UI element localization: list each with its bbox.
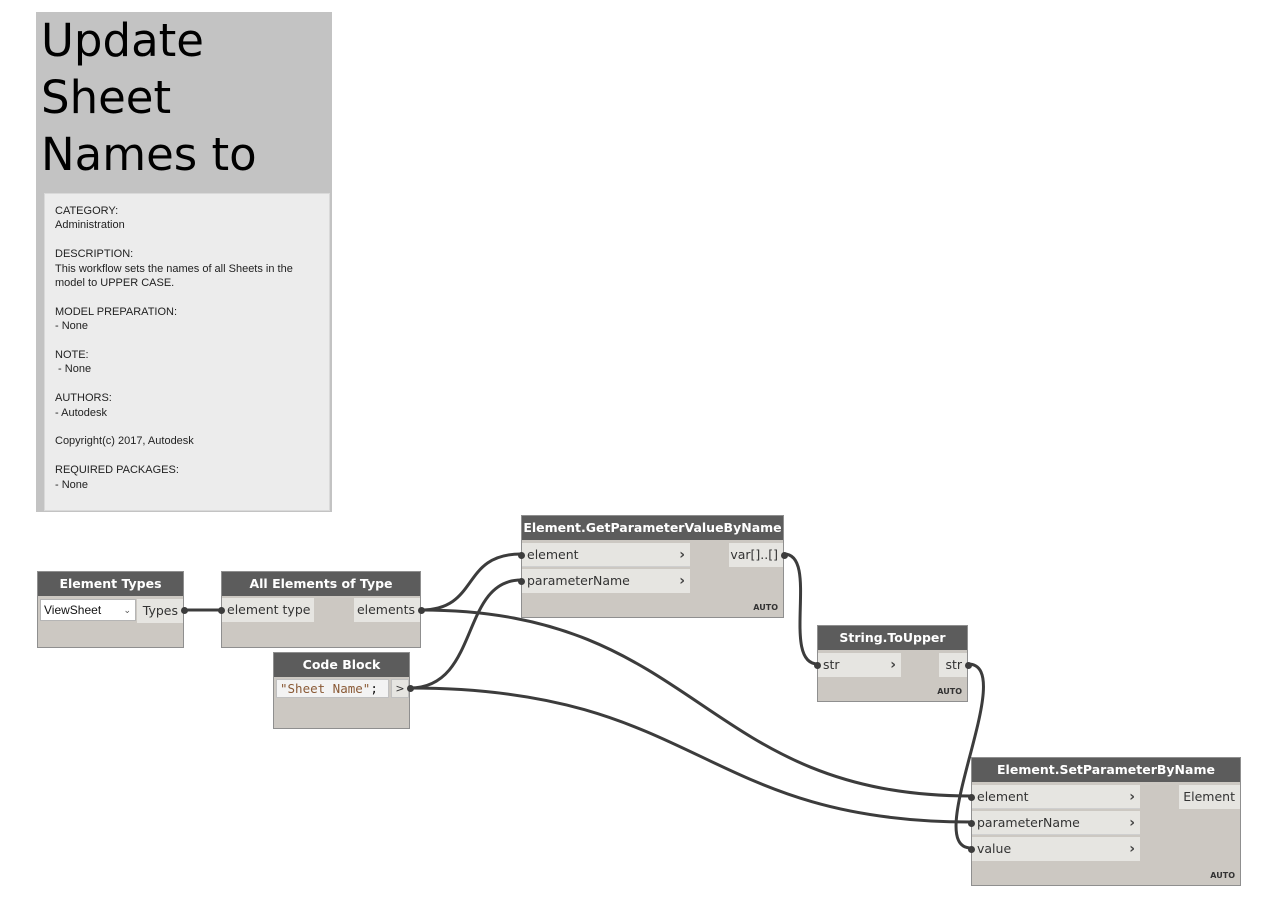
- input-port-element[interactable]: element ›: [522, 543, 690, 567]
- input-connector[interactable]: [968, 820, 975, 827]
- output-connector[interactable]: [781, 552, 788, 559]
- output-port-var[interactable]: var[]..[]: [729, 543, 783, 567]
- code-string-literal: "Sheet Name": [280, 681, 371, 696]
- chevron-right-icon: ›: [1129, 841, 1135, 857]
- lacing-label[interactable]: AUTO: [937, 687, 962, 696]
- input-port-str[interactable]: str ›: [818, 653, 901, 677]
- input-connector[interactable]: [814, 662, 821, 669]
- wire-getparam-to-toupper[interactable]: [783, 552, 819, 666]
- port-label: parameterName: [977, 815, 1080, 830]
- note-authors: AUTHORS:- Autodesk: [55, 392, 112, 419]
- port-label: >: [395, 682, 405, 695]
- node-set-parameter-by-name[interactable]: Element.SetParameterByName element › par…: [968, 757, 1241, 886]
- output-port-element[interactable]: Element: [1179, 785, 1240, 809]
- output-port-elements[interactable]: elements: [354, 598, 420, 622]
- wire-elements-to-get-element[interactable]: [420, 552, 522, 612]
- chevron-right-icon: ›: [890, 657, 896, 673]
- code-editor[interactable]: "Sheet Name";: [276, 679, 389, 698]
- note-description: DESCRIPTION:This workflow sets the names…: [55, 248, 293, 290]
- port-label: str: [823, 657, 840, 672]
- node-get-parameter-value-by-name[interactable]: Element.GetParameterValueByName element …: [518, 515, 788, 618]
- note-note: NOTE: - None: [55, 349, 92, 376]
- chevron-right-icon: ›: [679, 573, 685, 589]
- port-label: elements: [356, 602, 415, 617]
- input-port-element[interactable]: element ›: [972, 785, 1140, 809]
- port-label: element: [977, 789, 1029, 804]
- input-port-parameter-name[interactable]: parameterName ›: [972, 811, 1140, 835]
- output-connector[interactable]: [181, 607, 188, 614]
- workflow-note[interactable]: CATEGORY:Administration DESCRIPTION:This…: [44, 193, 330, 511]
- note-category: CATEGORY:Administration: [55, 205, 125, 232]
- port-label: Element: [1183, 789, 1235, 804]
- output-connector[interactable]: [965, 662, 972, 669]
- input-connector[interactable]: [968, 846, 975, 853]
- wire-code-to-get-paramname[interactable]: [409, 578, 522, 690]
- node-element-types[interactable]: Element Types ViewSheet ⌄ Types: [37, 571, 188, 648]
- lacing-label[interactable]: AUTO: [753, 603, 778, 612]
- port-label: parameterName: [527, 573, 630, 588]
- node-title[interactable]: Element Types: [38, 572, 183, 596]
- input-port-parameter-name[interactable]: parameterName ›: [522, 569, 690, 593]
- output-connector[interactable]: [418, 607, 425, 614]
- port-label: element: [527, 547, 579, 562]
- node-string-to-upper[interactable]: String.ToUpper str › str AUTO: [814, 625, 972, 702]
- node-title[interactable]: String.ToUpper: [818, 626, 967, 650]
- note-copyright: Copyright(c) 2017, Autodesk: [55, 435, 194, 448]
- note-required-packages: REQUIRED PACKAGES:- None: [55, 464, 179, 491]
- chevron-right-icon: ›: [679, 547, 685, 563]
- lacing-label[interactable]: AUTO: [1210, 871, 1235, 880]
- note-model-preparation: MODEL PREPARATION:- None: [55, 305, 178, 333]
- input-port-element-type[interactable]: element type: [222, 598, 314, 622]
- chevron-right-icon: ›: [1129, 789, 1135, 805]
- element-type-dropdown[interactable]: ViewSheet ⌄: [40, 599, 136, 621]
- output-connector[interactable]: [407, 685, 414, 692]
- wire-code-to-set-paramname[interactable]: [409, 686, 972, 824]
- input-connector[interactable]: [968, 794, 975, 801]
- dropdown-value: ViewSheet: [44, 603, 102, 617]
- port-label: value: [977, 841, 1012, 856]
- node-all-elements-of-type[interactable]: All Elements of Type element type elemen…: [218, 571, 425, 648]
- input-port-value[interactable]: value ›: [972, 837, 1140, 861]
- output-port-types[interactable]: Types: [137, 599, 183, 623]
- node-code-block[interactable]: Code Block "Sheet Name"; >: [273, 652, 414, 729]
- node-title[interactable]: All Elements of Type: [222, 572, 420, 596]
- node-title[interactable]: Code Block: [274, 653, 409, 677]
- input-connector[interactable]: [218, 607, 225, 614]
- port-label: var[]..[]: [730, 547, 778, 562]
- input-connector[interactable]: [518, 552, 525, 559]
- dropdown-caret-icon[interactable]: ⌄: [123, 605, 131, 615]
- chevron-right-icon: ›: [1129, 815, 1135, 831]
- node-title[interactable]: Element.SetParameterByName: [972, 758, 1240, 782]
- port-label: str: [945, 657, 962, 672]
- code-terminator: ;: [370, 681, 378, 696]
- input-connector[interactable]: [518, 578, 525, 585]
- port-label: element type: [227, 602, 311, 617]
- output-port-str[interactable]: str: [939, 653, 967, 677]
- port-label: Types: [142, 603, 178, 618]
- node-title[interactable]: Element.GetParameterValueByName: [522, 516, 783, 540]
- workflow-group[interactable]: Update Sheet Names to Upper Case CATEGOR…: [36, 12, 332, 512]
